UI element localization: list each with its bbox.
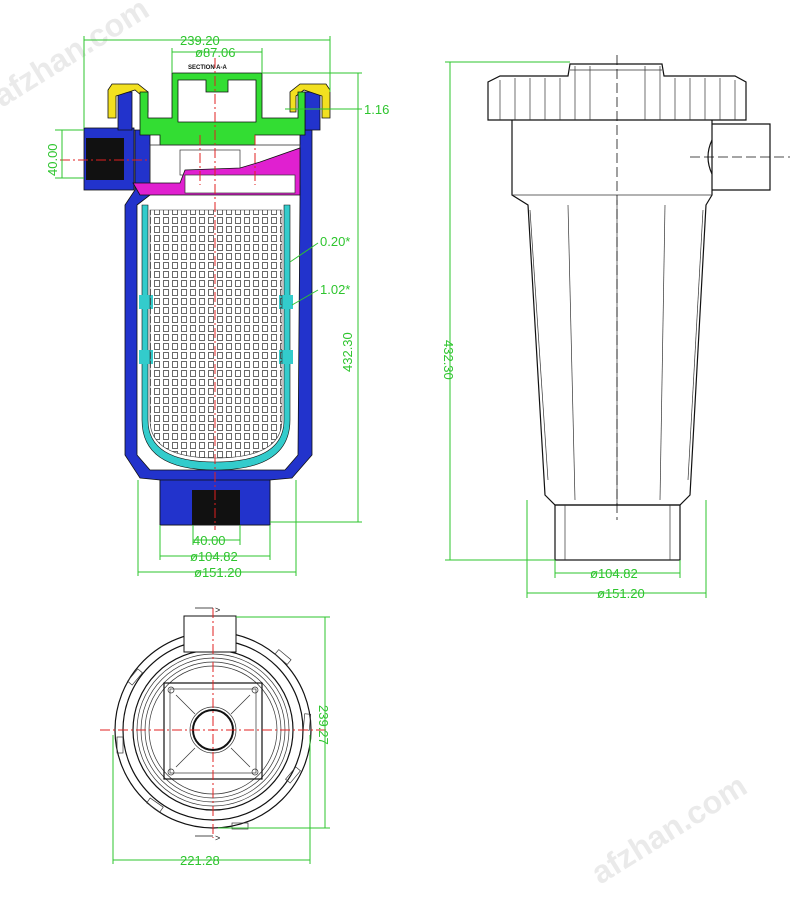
side-dimensions: 432.30 ø104.82 ø151.20 <box>441 61 707 601</box>
dim-cap-diameter: ø87.06 <box>195 45 235 60</box>
side-view <box>487 55 790 561</box>
dim-inlet: 40.00 <box>45 143 60 176</box>
side-dim-outer-diameter: ø151.20 <box>597 586 645 601</box>
section-marker-top: > <box>215 605 220 615</box>
section-view <box>60 58 331 530</box>
side-dim-base-diameter: ø104.82 <box>590 566 638 581</box>
dim-overall-width: 239.20 <box>180 33 220 48</box>
housing-exterior <box>511 120 713 506</box>
top-dimensions: 239.27 221.28 <box>112 616 331 868</box>
section-marker-bottom: > <box>215 833 220 843</box>
dim-outlet: 40.00 <box>193 533 226 548</box>
dim-height: 432.30 <box>340 332 355 372</box>
dim-thread: 1.16 <box>364 102 389 117</box>
cap-section <box>139 72 306 146</box>
dim-base-diameter: ø104.82 <box>190 549 238 564</box>
dim-mesh-1: 0.20* <box>320 234 350 249</box>
section-label: SECTION A-A <box>188 65 227 71</box>
section-dimensions: 239.20 ø87.06 SECTION A-A 1.16 432.30 40… <box>45 33 389 580</box>
inlet-thread <box>86 138 124 180</box>
filter-mesh <box>149 209 283 459</box>
inlet-top <box>183 615 237 653</box>
watermark-bottom: afzhan.com <box>585 767 753 891</box>
top-dim-height: 239.27 <box>316 705 331 745</box>
outlet-thread <box>192 490 240 525</box>
filter-basket <box>141 204 291 471</box>
cap-exterior <box>487 63 747 121</box>
top-dim-width: 221.28 <box>180 853 220 868</box>
side-dim-height: 432.30 <box>441 340 456 380</box>
dim-mesh-2: 1.02* <box>320 282 350 297</box>
top-view: > > <box>100 605 328 843</box>
housing-section <box>122 129 313 526</box>
base-neck <box>554 504 681 561</box>
dim-outer-diameter: ø151.20 <box>194 565 242 580</box>
